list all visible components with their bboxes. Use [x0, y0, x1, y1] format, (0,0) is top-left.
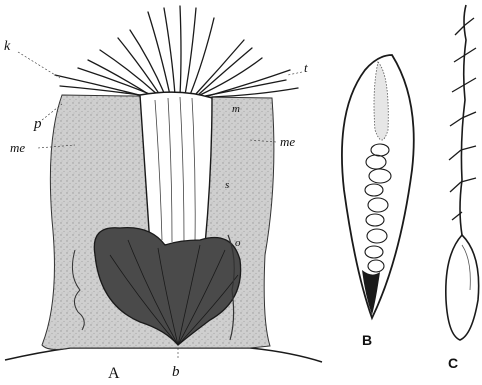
label-p: p — [33, 116, 42, 132]
capsule-empty — [446, 235, 479, 340]
label-A: A — [108, 365, 120, 382]
pharynx — [140, 92, 212, 245]
label-m: m — [232, 103, 240, 115]
figure-a-anemone: k t p me me m s o A b — [4, 6, 322, 382]
label-me-right: me — [280, 134, 295, 149]
label-t: t — [304, 60, 308, 75]
label-B: B — [362, 332, 372, 348]
label-k: k — [4, 39, 11, 54]
label-s: s — [225, 179, 229, 191]
label-o: o — [235, 237, 241, 249]
leader-k — [18, 52, 60, 78]
discharged-thread — [460, 5, 466, 235]
base-line — [5, 348, 322, 362]
label-b: b — [172, 364, 180, 380]
leader-t — [288, 72, 302, 75]
label-me-left: me — [10, 140, 25, 155]
label-C: C — [448, 355, 458, 371]
tentacle-crown — [55, 6, 298, 97]
figure-c-discharged-nematocyst: C — [446, 5, 479, 371]
figure-b-nematocyst: B — [342, 55, 414, 348]
